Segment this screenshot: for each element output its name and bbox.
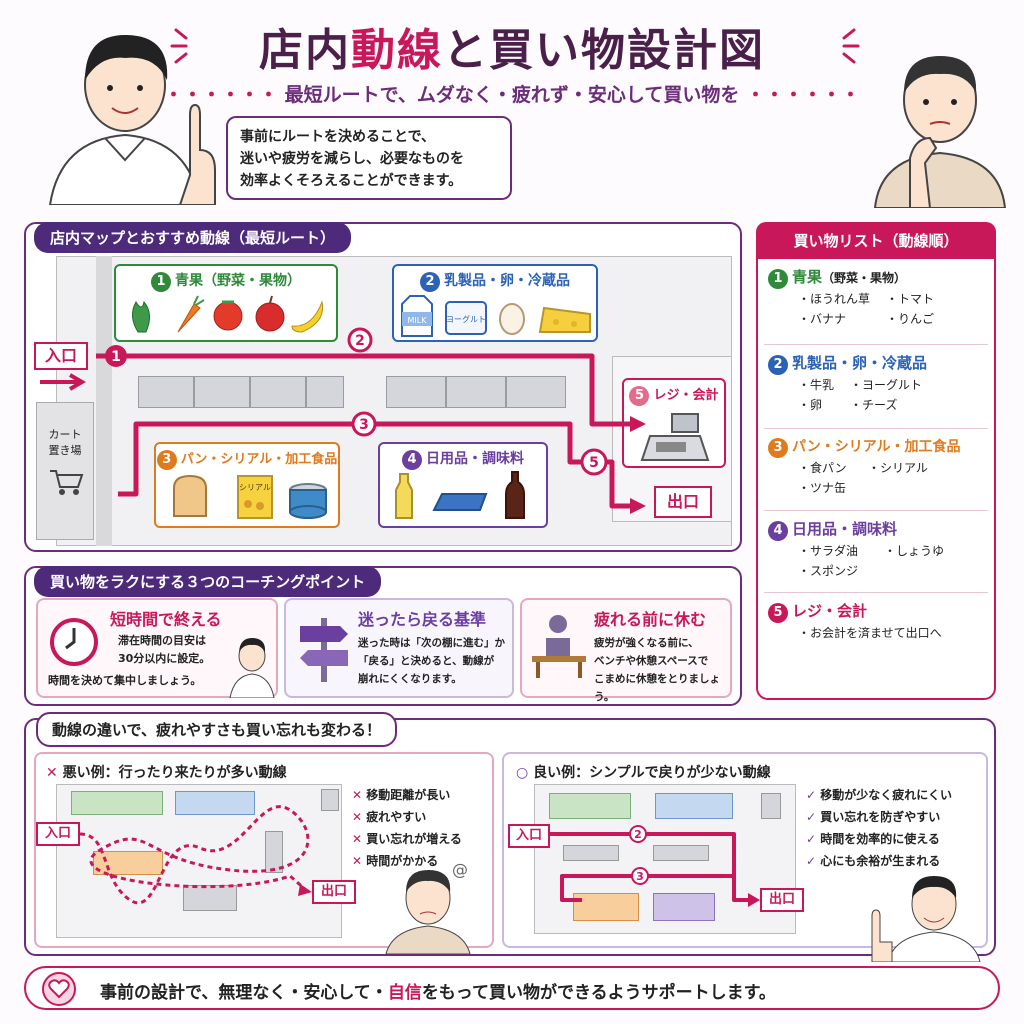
daily-goods-icons [395,471,525,519]
bad-route [79,805,312,905]
bad-points: ✕ 移動距離が長い ✕ 疲れやすい ✕ 買い忘れが増える ✕ 時間がかかる [352,788,462,868]
coaching-card-return-rule: 迷ったら戻る基準 迷った時は「次の棚に進む」か「戻る」と決めると、動線が崩れにく… [284,598,514,698]
shelf [306,376,344,408]
good-exit-label: 出口 [760,888,804,912]
coach-avatar [48,35,216,205]
bad-map [56,784,342,938]
list-banner: 買い物リスト（動線順） [756,222,996,259]
sparkle-icon [170,28,188,64]
clock-icon [50,618,98,666]
shelf [446,376,506,408]
good-route-num: 3 [636,870,644,883]
wall [96,256,112,546]
yogurt-text: ヨーグルト [446,314,486,324]
produce-icons [132,295,324,333]
coach-pointing-avatar [871,876,981,962]
cereal-text: シリアル [239,483,271,492]
shelf [386,376,446,408]
bread-icons: シリアル [173,474,327,519]
good-example-title: ○ 良い例：シンプルで戻りが少ない動線 [516,765,771,781]
heart-icon [42,972,76,1006]
dizzy-icon: @ [452,860,468,879]
footer-text: 事前の設計で、無理なく・安心して・自信をもって買い物ができるようサポートします。 [100,983,776,1003]
comparison-banner: 動線の違いで、疲れやすさも買い忘れも変わる！ [36,712,397,747]
shopping-list-panel [756,222,996,700]
milk-text: MILK [408,316,428,325]
register-icon [640,413,710,461]
good-points: ✓ 移動が少なく疲れにくい ✓ 買い忘れを防ぎやすい ✓ 時間を効率的に使える … [806,788,952,868]
dairy-icons: MILK ヨーグルト [401,295,591,337]
cart-area: カート置き場 [36,402,94,540]
signpost-icon [300,618,348,682]
route-num: 3 [359,417,369,433]
senior-avatar [873,56,1007,208]
tired-person-avatar [385,870,471,954]
route-num: 5 [589,455,599,471]
bad-exit-label: 出口 [312,880,356,904]
bad-example-title: ✕ 悪い例：行ったり来たりが多い動線 [46,765,287,781]
map-banner: 店内マップとおすすめ動線（最短ルート） [34,222,352,253]
entrance-arrow-icon [40,373,86,391]
good-map [534,784,796,934]
recommended-route: 1 2 3 5 [96,327,646,514]
route-num: 1 [111,349,121,365]
footer-banner [24,966,1000,1010]
bad-entrance-label: 入口 [36,822,80,846]
good-entrance-label: 入口 [508,824,550,848]
good-route: 2 3 [550,825,760,907]
route-num: 2 [355,333,365,349]
coaching-banner: 買い物をラクにする３つのコーチングポイント [34,566,382,597]
shelf [250,376,306,408]
shelf [194,376,250,408]
shelf [138,376,194,408]
cart-icon [50,470,84,495]
bench-rest-icon [532,615,586,678]
coach-mini-avatar [229,638,275,698]
page-title: 店内動線と買い物設計図 [259,25,765,76]
page-subtitle: ・・・・・・ 最短ルートで、ムダなく・疲れず・安心して買い物を ・・・・・・ [164,84,860,106]
entrance-label: 入口 [34,342,88,370]
shelf [506,376,566,408]
intro-bubble: 事前にルートを決めることで、 迷いや疲労を減らし、必要なものを 効率よくそろえる… [226,116,512,200]
coaching-card-rest: 疲れる前に休む 疲労が強くなる前に、ベンチや休憩スペースでこまめに休憩をとりまし… [520,598,732,703]
sparkle-icon [842,28,860,64]
exit-label: 出口 [654,486,712,518]
good-route-num: 2 [634,828,642,841]
